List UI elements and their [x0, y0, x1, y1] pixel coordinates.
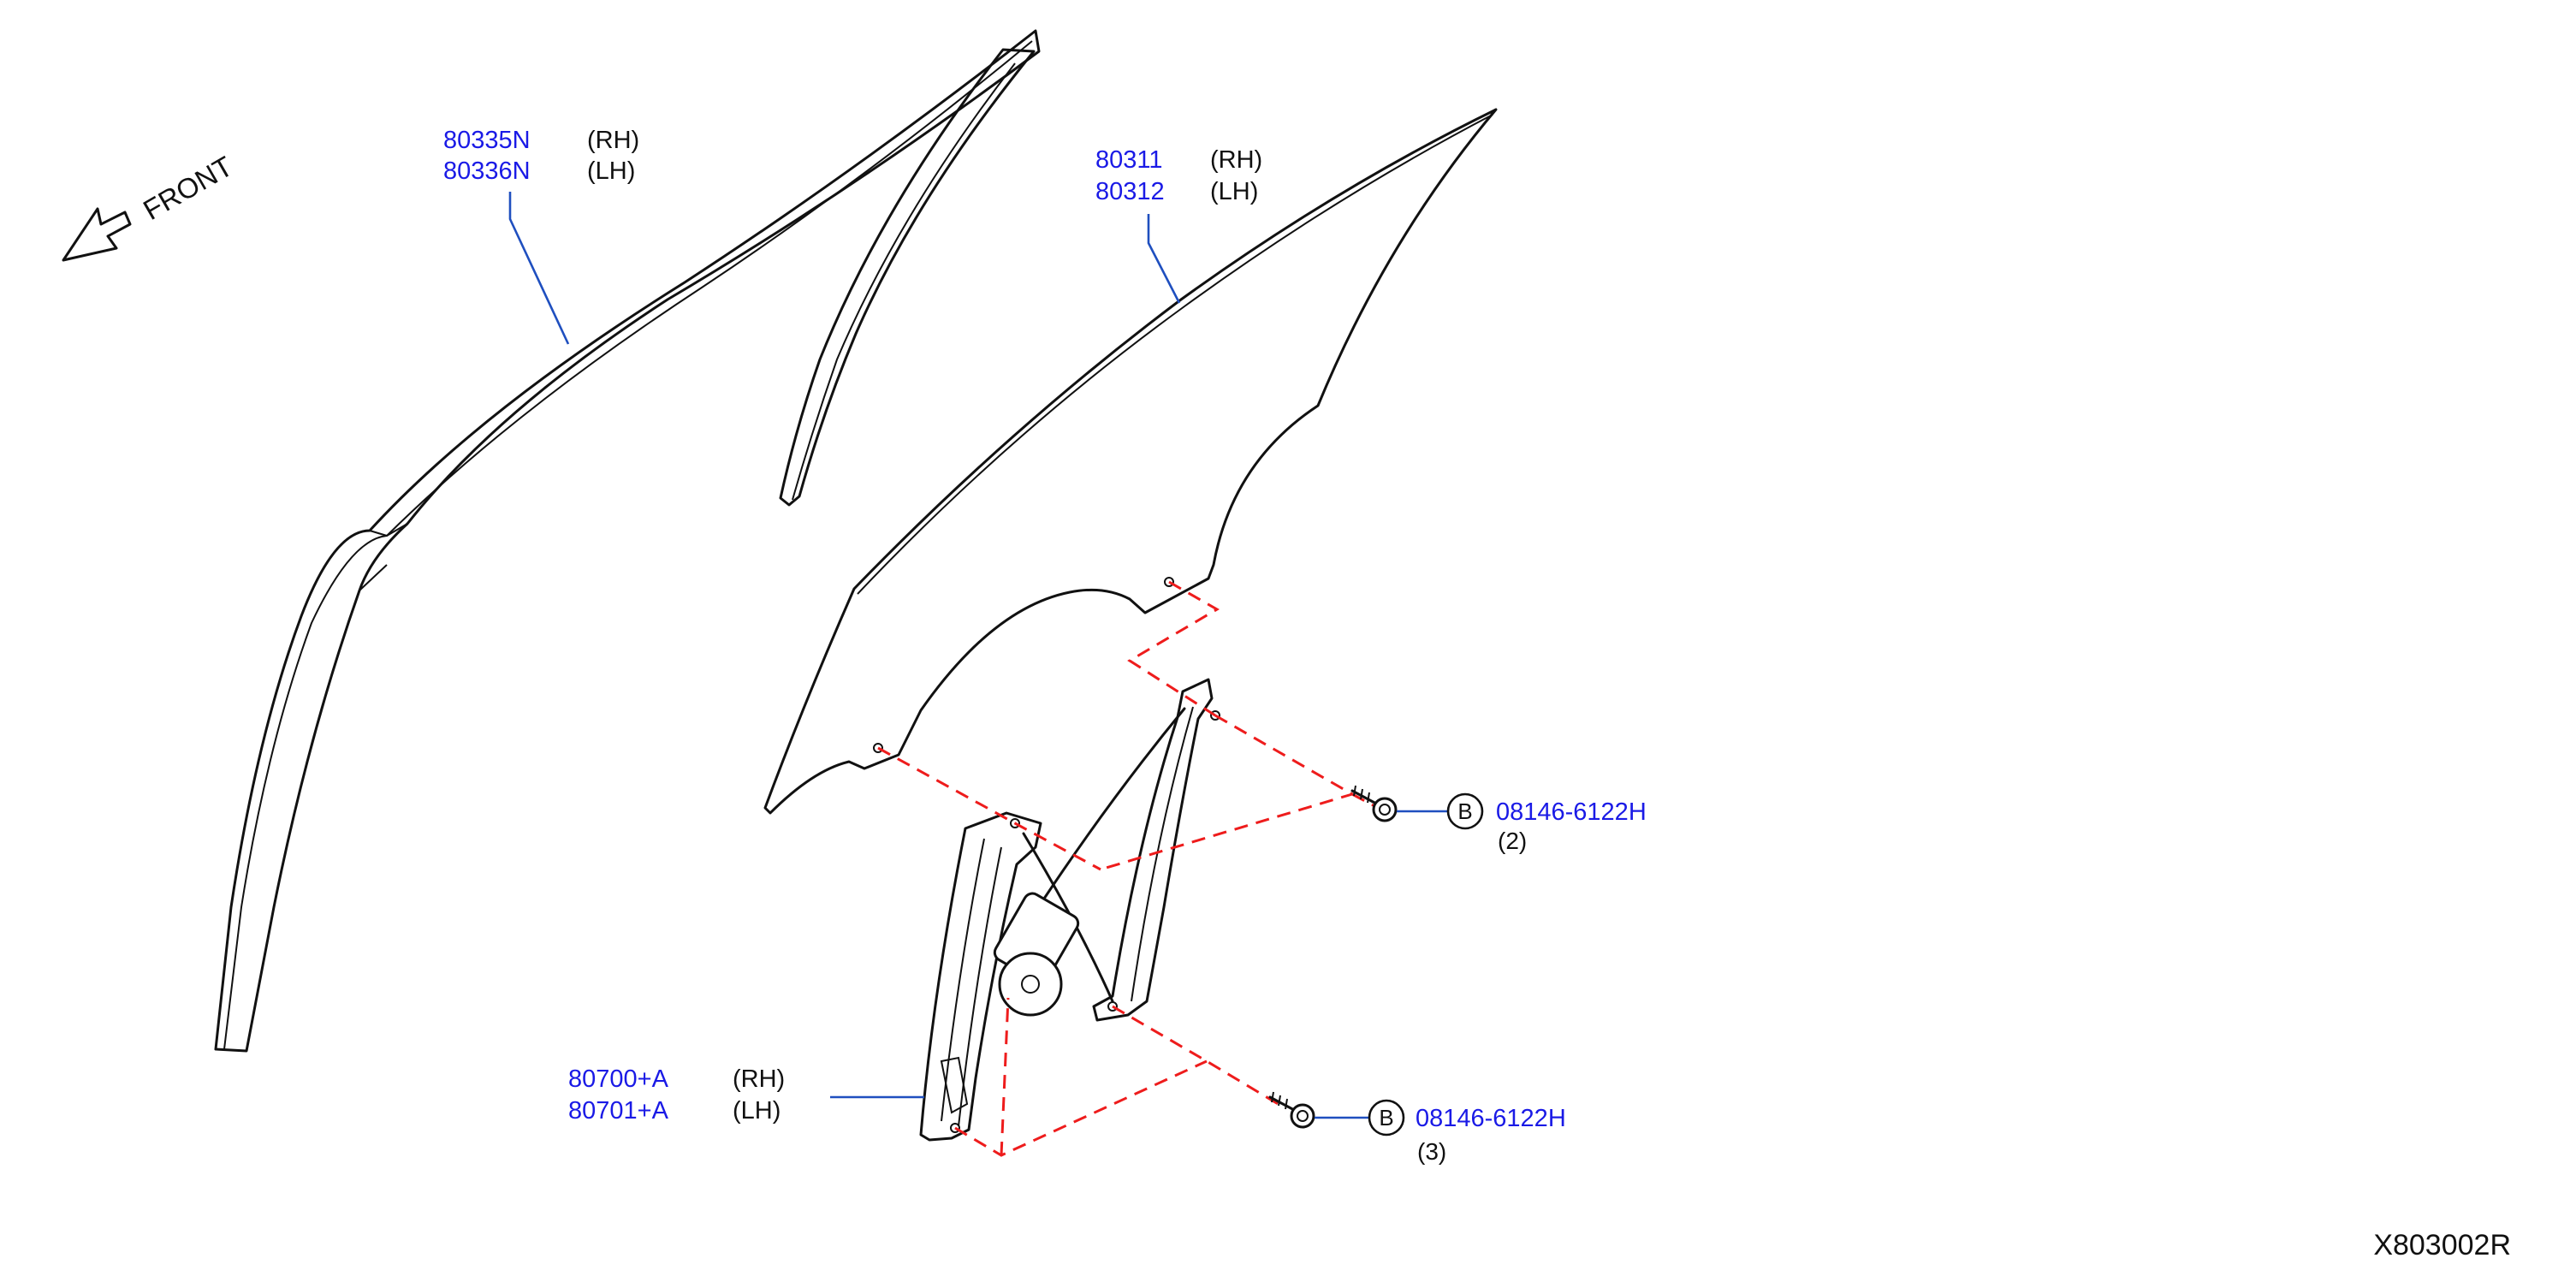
window-regulator-rh-side: (RH) — [733, 1065, 785, 1093]
bolt-lower — [1268, 1091, 1315, 1129]
bolt-lower-circle-letter: B — [1379, 1105, 1393, 1131]
regulator-front-rail — [919, 811, 1042, 1142]
bolt-upper-circle-letter: B — [1457, 798, 1472, 824]
glass-mount-hole-rear — [1164, 577, 1174, 587]
door-glass-outline — [763, 108, 1498, 815]
bolt-upper-head-icon — [1372, 797, 1398, 822]
sash-corner-joint — [359, 523, 408, 591]
alignment-glass-rear-to-regulator — [1127, 580, 1220, 717]
door-glass-rh-number: 80311 — [1095, 146, 1163, 174]
regulator-bolt-hole-rear-bottom — [1107, 1001, 1118, 1012]
leader-sash-moulding — [508, 192, 570, 345]
drawing-code: X803002R — [2373, 1229, 2511, 1261]
leader-door-glass — [1147, 214, 1181, 304]
bolt-upper-circle-marker — [1446, 792, 1484, 830]
bolt-upper — [1350, 785, 1398, 822]
bolt-lower-number: 08146-6122H — [1416, 1105, 1566, 1132]
callout-bolt-upper: B 08146-6122H (2) — [1446, 792, 1647, 854]
alignment-glass-front-to-regulator — [877, 746, 1101, 871]
sash-moulding-lh-side: (LH) — [587, 157, 635, 185]
door-glass-rh-side: (RH) — [1210, 146, 1262, 174]
sash-rear-run-channel — [779, 48, 1036, 507]
callout-sash-moulding: 80335N (RH) 80336N (LH) — [443, 127, 639, 185]
bolt-upper-quantity: (2) — [1498, 828, 1527, 854]
bolt-upper-head-inner — [1379, 804, 1391, 816]
bolt-lower-head-icon — [1290, 1103, 1315, 1129]
callout-bolt-lower: B 08146-6122H (3) — [1368, 1099, 1566, 1165]
bolt-upper-shank-icon — [1350, 789, 1380, 806]
sash-moulding-rh-side: (RH) — [587, 127, 639, 154]
bolt-lower-head-inner — [1297, 1110, 1309, 1122]
regulator-drum-hub — [1021, 975, 1040, 994]
door-glass-top-edge — [857, 114, 1493, 595]
regulator-bolt-hole-front-top — [1010, 818, 1020, 828]
regulator-drum — [998, 952, 1063, 1017]
leader-lines — [508, 192, 1448, 1119]
regulator-lower-bracket — [940, 1056, 969, 1114]
bolt-lower-shank-icon — [1268, 1095, 1297, 1113]
sash-rear-run-inner — [792, 62, 1016, 501]
bolt-upper-thread — [1353, 785, 1370, 804]
callout-window-regulator: 80700+A (RH) 80701+A (LH) — [568, 1065, 785, 1125]
sash-moulding-rh-number: 80335N — [443, 127, 531, 154]
door-glass — [763, 108, 1498, 815]
alignment-rear-rail-to-bolt-lower — [1112, 1005, 1285, 1109]
regulator-rear-rail-inner — [1131, 706, 1194, 1002]
callout-door-glass: 80311 (RH) 80312 (LH) — [1095, 146, 1262, 205]
door-glass-lh-number: 80312 — [1095, 178, 1165, 205]
regulator-bolt-hole-front-bottom — [950, 1123, 960, 1133]
door-sash-moulding — [214, 29, 1041, 1053]
door-glass-lh-side: (LH) — [1210, 178, 1258, 205]
bolt-upper-number: 08146-6122H — [1496, 798, 1647, 826]
regulator-cable-upper — [1042, 707, 1186, 900]
window-regulator-lh-side: (LH) — [733, 1097, 781, 1125]
glass-mount-hole-front — [873, 743, 883, 753]
bolt-lower-circle-marker — [1368, 1099, 1405, 1136]
window-regulator-rh-number: 80700+A — [568, 1065, 669, 1093]
bolt-lower-thread — [1271, 1091, 1288, 1110]
sash-outer-edge — [214, 29, 1041, 1053]
regulator-rear-rail — [1092, 678, 1214, 1022]
window-regulator-lh-number: 80701+A — [568, 1097, 669, 1125]
sash-inner-edge — [223, 40, 1033, 1050]
alignment-front-rail-to-bolt-lower — [954, 997, 1208, 1157]
regulator-bolt-hole-rear-top — [1210, 710, 1220, 721]
bolt-lower-quantity: (3) — [1417, 1138, 1446, 1165]
sash-moulding-lh-number: 80336N — [443, 157, 531, 185]
window-regulator — [919, 678, 1220, 1142]
front-arrow-icon — [62, 207, 132, 262]
